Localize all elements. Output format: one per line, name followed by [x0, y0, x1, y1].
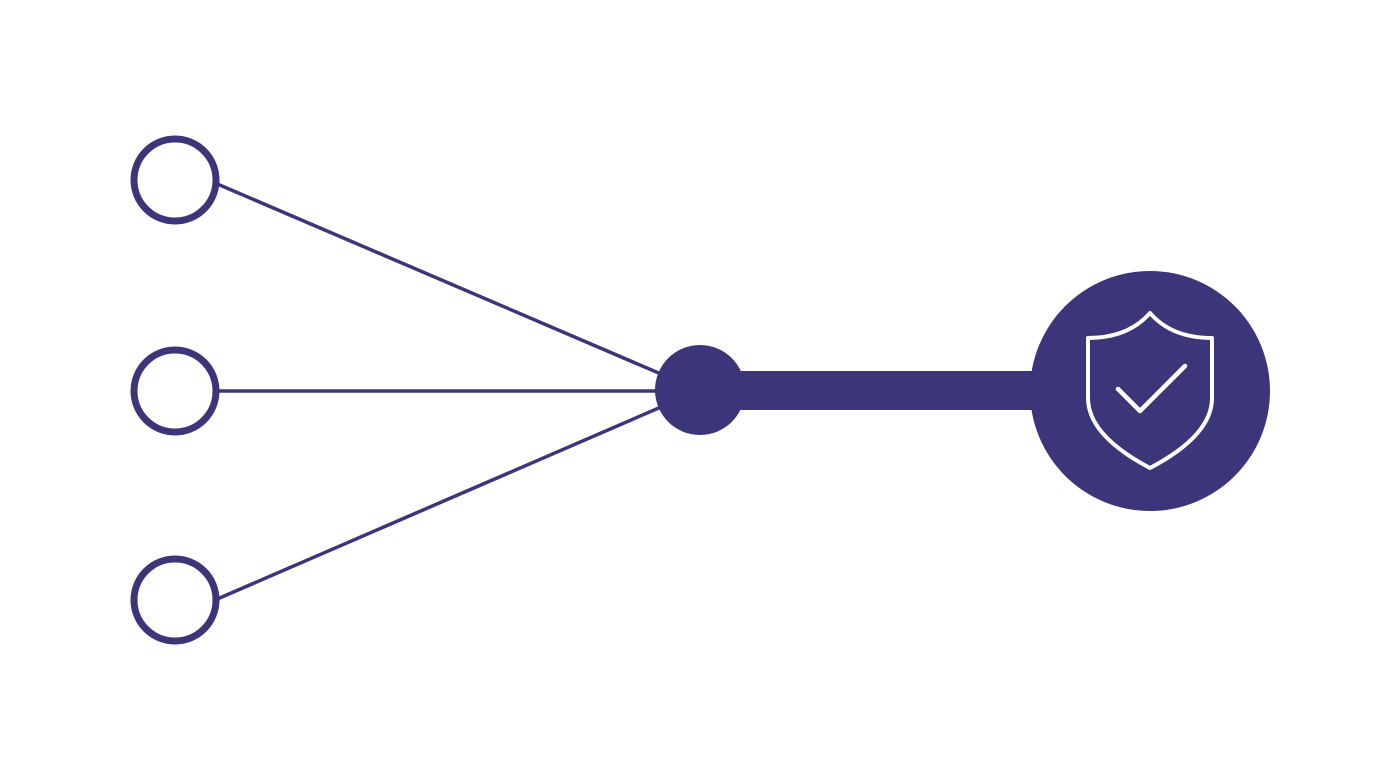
shield-outline [1086, 311, 1214, 470]
connector-input-1-to-hub [214, 181, 669, 379]
connector-hub-to-output [700, 371, 1060, 410]
hub-node [655, 345, 745, 435]
shield-check-icon [1086, 311, 1214, 470]
input-node-1 [130, 135, 220, 225]
output-node [1030, 271, 1270, 511]
input-node-2 [130, 346, 220, 436]
connector-input-3-to-hub [214, 402, 669, 602]
checkmark [1115, 363, 1188, 414]
input-node-3 [130, 555, 220, 645]
